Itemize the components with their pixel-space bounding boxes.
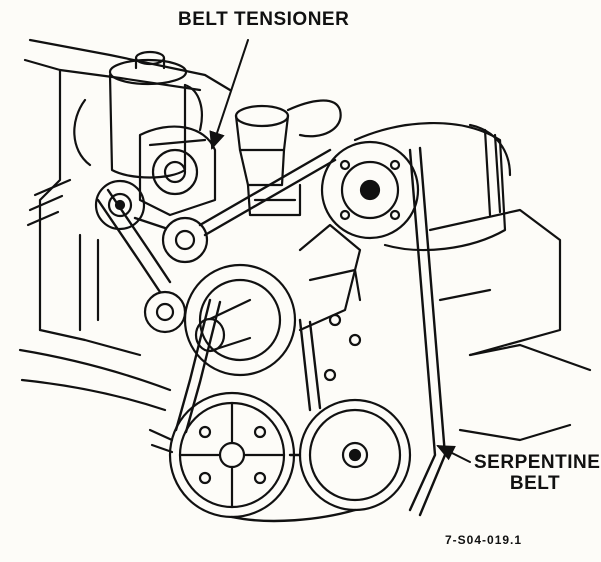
alternator [138, 125, 217, 217]
idler-pulley-upper [161, 216, 209, 264]
tensioner-leader-line [209, 39, 249, 150]
radiator-cap-housing [234, 99, 342, 217]
belt-tensioner-pulley [94, 179, 146, 231]
idler-pulley-lower [143, 290, 187, 334]
serpentine-label-line2: BELT [509, 473, 561, 495]
serpentine-leader-line [436, 445, 471, 463]
engine-block [18, 38, 592, 442]
belt-tensioner-label: BELT TENSIONER [178, 9, 350, 30]
serpentine-belt-label: SERPENTINE BELT [474, 452, 601, 495]
figure-reference: 7-S04-019.1 [445, 533, 523, 547]
water-pump-pulley [183, 223, 362, 382]
crankshaft-pulley [148, 391, 296, 519]
serpentine-label-line1: SERPENTINE [474, 452, 601, 473]
power-steering-pulley [298, 398, 412, 512]
ac-compressor [320, 121, 512, 252]
